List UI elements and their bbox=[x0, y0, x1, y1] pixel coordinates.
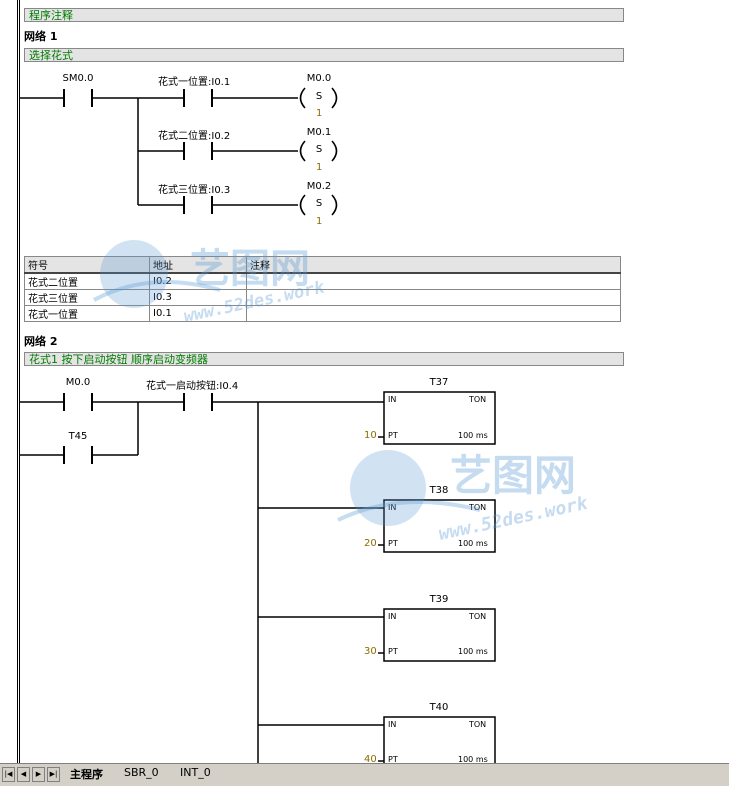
contact-i0-3[interactable] bbox=[183, 196, 213, 214]
timer-name-t39: T39 bbox=[429, 594, 449, 605]
timer-pt-t37: PT bbox=[388, 431, 398, 440]
contact-label-m0-0: M0.0 bbox=[65, 377, 91, 388]
table-row: 花式二位置 I0.2 bbox=[24, 272, 621, 290]
timer-type-t40: TON bbox=[469, 720, 487, 729]
symbol-cell: 花式二位置 bbox=[24, 272, 150, 290]
contact-i0-2[interactable] bbox=[183, 142, 213, 160]
symbol-cell: 花式三位置 bbox=[24, 289, 150, 306]
coil-type-m0-1: S bbox=[315, 144, 323, 155]
timer-pt-t39: PT bbox=[388, 647, 398, 656]
timer-base-t39: 100 ms bbox=[458, 647, 488, 656]
timer-in-t40: IN bbox=[388, 720, 397, 729]
timer-in-t38: IN bbox=[388, 503, 397, 512]
address-cell: I0.3 bbox=[149, 289, 247, 306]
address-header: 地址 bbox=[149, 256, 247, 274]
comment-header: 注释 bbox=[246, 256, 621, 274]
contact-label-i0-4: 花式一启动按钮:I0.4 bbox=[146, 381, 239, 392]
last-tab-icon[interactable]: ▶| bbox=[47, 767, 60, 782]
timer-name-t37: T37 bbox=[429, 377, 449, 388]
coil-address-m0-0: M0.0 bbox=[306, 73, 332, 84]
timer-box-t38[interactable] bbox=[383, 499, 496, 553]
timer-box-t37[interactable] bbox=[383, 391, 496, 445]
timer-pt-t38: PT bbox=[388, 539, 398, 548]
address-cell: I0.2 bbox=[149, 272, 247, 290]
coil-type-m0-0: S bbox=[315, 91, 323, 102]
contact-label-i0-1: 花式一位置:I0.1 bbox=[158, 77, 231, 88]
comment-cell bbox=[246, 289, 621, 306]
symbol-header: 符号 bbox=[24, 256, 150, 274]
contact-t45[interactable] bbox=[63, 446, 93, 464]
timer-preset-t37: 10 bbox=[364, 430, 377, 441]
coil-m0-1-left[interactable] bbox=[299, 140, 306, 162]
first-tab-icon[interactable]: |◀ bbox=[2, 767, 15, 782]
timer-base-t38: 100 ms bbox=[458, 539, 488, 548]
timer-in-t37: IN bbox=[388, 395, 397, 404]
coil-m0-0-right[interactable] bbox=[331, 87, 338, 109]
ladder-editor[interactable]: 程序注释 网络 1 选择花式 bbox=[0, 0, 729, 763]
timer-base-t37: 100 ms bbox=[458, 431, 488, 440]
timer-preset-t39: 30 bbox=[364, 646, 377, 657]
timer-preset-t40: 40 bbox=[364, 754, 377, 763]
timer-name-t40: T40 bbox=[429, 702, 449, 713]
coil-address-m0-2: M0.2 bbox=[306, 181, 332, 192]
timer-pt-t40: PT bbox=[388, 755, 398, 763]
timer-base-t40: 100 ms bbox=[458, 755, 488, 763]
coil-m0-2-left[interactable] bbox=[299, 194, 306, 216]
tab-main-program[interactable]: 主程序 bbox=[70, 768, 103, 781]
coil-m0-0-left[interactable] bbox=[299, 87, 306, 109]
coil-m0-1-right[interactable] bbox=[331, 140, 338, 162]
left-power-rail-inner bbox=[19, 0, 20, 763]
timer-name-t38: T38 bbox=[429, 485, 449, 496]
timer-type-t39: TON bbox=[469, 612, 487, 621]
coil-type-m0-2: S bbox=[315, 198, 323, 209]
timer-in-t39: IN bbox=[388, 612, 397, 621]
network-2-comment[interactable]: 花式1 按下启动按钮 顺序启动变频器 bbox=[24, 352, 624, 366]
timer-type-t37: TON bbox=[469, 395, 487, 404]
ladder-diagram bbox=[20, 87, 496, 763]
timer-box-t39[interactable] bbox=[383, 608, 496, 662]
contact-label-sm0-0: SM0.0 bbox=[62, 73, 94, 84]
timer-preset-t38: 20 bbox=[364, 538, 377, 549]
address-cell: I0.1 bbox=[149, 305, 247, 322]
tab-bar: |◀ ◀ ▶ ▶| 主程序 SBR_0 INT_0 bbox=[0, 763, 729, 786]
symbol-cell: 花式一位置 bbox=[24, 305, 150, 322]
symbol-table: 符号 地址 注释 花式二位置 I0.2 花式三位置 I0.3 花式一位置 I0.… bbox=[24, 256, 621, 322]
program-comment[interactable]: 程序注释 bbox=[24, 8, 624, 22]
prev-tab-icon[interactable]: ◀ bbox=[17, 767, 30, 782]
comment-cell bbox=[246, 305, 621, 322]
coil-count-m0-1: 1 bbox=[316, 162, 323, 173]
contact-label-i0-3: 花式三位置:I0.3 bbox=[158, 185, 231, 196]
timer-type-t38: TON bbox=[469, 503, 487, 512]
left-power-rail bbox=[17, 0, 18, 763]
coil-count-m0-2: 1 bbox=[316, 216, 323, 227]
next-tab-icon[interactable]: ▶ bbox=[32, 767, 45, 782]
contact-label-i0-2: 花式二位置:I0.2 bbox=[158, 131, 231, 142]
coil-m0-2-right[interactable] bbox=[331, 194, 338, 216]
timer-box-t40[interactable] bbox=[383, 716, 496, 763]
network-2-title[interactable]: 网络 2 bbox=[24, 335, 58, 348]
coil-count-m0-0: 1 bbox=[316, 108, 323, 119]
contact-i0-4[interactable] bbox=[183, 393, 213, 411]
contact-i0-1[interactable] bbox=[183, 89, 213, 107]
coil-address-m0-1: M0.1 bbox=[306, 127, 332, 138]
tab-sbr-0[interactable]: SBR_0 bbox=[124, 766, 159, 779]
table-row: 花式三位置 I0.3 bbox=[24, 289, 621, 306]
tab-int-0[interactable]: INT_0 bbox=[180, 766, 211, 779]
contact-label-t45: T45 bbox=[68, 431, 88, 442]
network-1-title[interactable]: 网络 1 bbox=[24, 30, 58, 43]
comment-cell bbox=[246, 272, 621, 290]
contact-sm0-0[interactable] bbox=[63, 89, 93, 107]
network-1-comment[interactable]: 选择花式 bbox=[24, 48, 624, 62]
contact-m0-0[interactable] bbox=[63, 393, 93, 411]
table-row: 花式一位置 I0.1 bbox=[24, 305, 621, 322]
